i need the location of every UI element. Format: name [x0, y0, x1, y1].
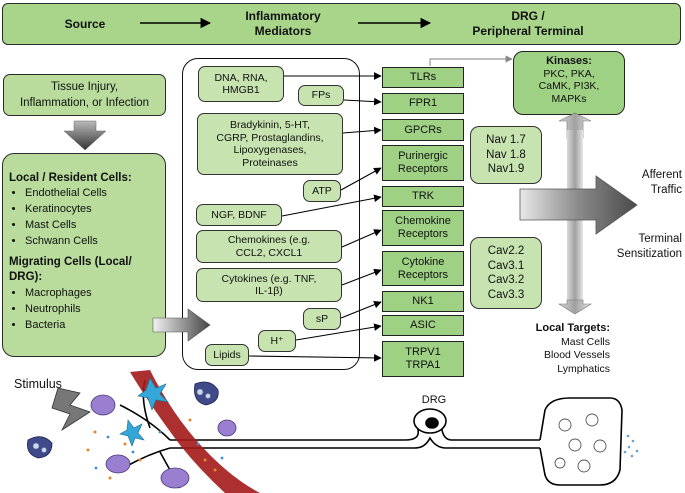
mediator-fps: FPs — [298, 85, 344, 106]
vertical-double-arrow-bottom — [557, 299, 593, 315]
local-target-item: Lymphatics — [557, 362, 610, 375]
receptor-purinergic: Purinergic Receptors — [382, 145, 464, 181]
cav-item: Cav2.2 — [487, 245, 525, 257]
local-cells-list: Endothelial Cells Keratinocytes Mast Cel… — [9, 185, 165, 249]
migrating-cells-list: Macrophages Neutrophils Bacteria — [9, 285, 165, 333]
list-item: Neutrophils — [25, 301, 165, 317]
mediator-dots-blue — [94, 430, 224, 470]
link-arrow — [295, 323, 382, 341]
cav-channels-box: Cav2.2 Cav3.1 Cav3.2 Cav3.3 — [470, 237, 542, 309]
receptor-fpr1: FPR1 — [382, 93, 464, 114]
list-item: Bacteria — [25, 317, 165, 333]
vesicles — [554, 413, 607, 473]
afferent-traffic-label: Afferent Traffic — [641, 169, 682, 196]
kinases-title: Kinases: — [546, 55, 592, 67]
migrating-cells-title: Migrating Cells (Local/ DRG): — [9, 256, 132, 283]
mediator-lipids: Lipids — [205, 344, 249, 366]
neuron — [170, 397, 623, 486]
header-bar — [2, 3, 681, 45]
tlr-kinase-connector — [429, 55, 513, 66]
local-targets: Local Targets: Mast Cells Blood Vessels … — [498, 322, 610, 376]
receptor-nk1: NK1 — [382, 291, 464, 312]
down-arrow — [63, 120, 107, 151]
list-item: Schwann Cells — [25, 233, 165, 249]
receptor-gpcrs: GPCRs — [382, 119, 464, 141]
link-arrow — [341, 268, 382, 286]
drg-label: DRG — [421, 394, 447, 406]
link-arrow — [343, 97, 382, 106]
receptor-cytokine: Cytokine Receptors — [382, 251, 464, 286]
local-target-item: Blood Vessels — [544, 349, 610, 361]
kinases-items: PKC, PKA, CaMK, PI3K, MAPKs — [538, 67, 600, 105]
mediator-h: H⁺ — [258, 330, 296, 352]
tissue-injury-box: Tissue Injury, Inflammation, or Infectio… — [3, 74, 166, 116]
link-arrow — [340, 300, 382, 319]
cyan-cells — [119, 377, 169, 447]
dark-cells — [27, 381, 219, 459]
receptor-asic: ASIC — [382, 315, 464, 336]
cav-item: Cav3.3 — [487, 288, 525, 301]
nav-item: Nav 1.7 — [486, 134, 526, 147]
nav-item: Nav 1.8 — [486, 148, 526, 161]
mediator-sp: sP — [303, 308, 341, 330]
cells-to-mediators-arrow — [152, 308, 211, 342]
list-item: Macrophages — [25, 285, 165, 301]
mediator-dots — [86, 418, 217, 480]
mediator-ngf: NGF, BDNF — [196, 204, 282, 226]
light-cells — [32, 388, 211, 453]
link-arrow — [342, 126, 382, 135]
nav-item: Nav1.9 — [487, 163, 525, 176]
link-arrow — [340, 167, 382, 191]
local-target-item: Mast Cells — [560, 335, 610, 348]
local-cells-title: Local / Resident Cells: — [9, 172, 132, 184]
mediator-chemokines: Chemokines (e.g. CCL2, CXCL1 — [196, 230, 342, 263]
link-arrow — [248, 354, 382, 362]
receptor-trp: TRPV1 TRPA1 — [382, 341, 464, 377]
release-dots — [623, 434, 639, 458]
lightning-icon — [51, 387, 91, 432]
receptor-trk: TRK — [382, 186, 464, 207]
terminal-sensitization-label: Terminal Sensitization — [616, 233, 682, 260]
cav-item: Cav3.1 — [487, 259, 525, 272]
big-output-arrow — [519, 175, 638, 235]
purple-cells — [90, 394, 237, 489]
mediator-cytokines: Cytokines (e.g. TNF, IL-1β) — [196, 268, 342, 302]
cav-item: Cav3.2 — [487, 274, 525, 286]
header-source: Source — [64, 17, 106, 31]
header-mediators: Inflammatory Mediators — [245, 9, 321, 38]
mediator-dna: DNA, RNA, HMGB1 — [198, 66, 284, 102]
nav-channels-box: Nav 1.7 Nav 1.8 Nav1.9 — [470, 126, 542, 184]
list-item: Keratinocytes — [25, 201, 165, 217]
receptor-tlrs: TLRs — [382, 67, 464, 88]
mediator-bradykinin: Bradykinin, 5-HT, CGRP, Prostaglandins, … — [197, 113, 343, 175]
mediator-atp: ATP — [303, 180, 341, 202]
link-arrow — [281, 194, 382, 217]
cells-box: Local / Resident Cells: Endothelial Cell… — [2, 153, 166, 357]
header-terminal: DRG / Peripheral Terminal — [472, 9, 584, 38]
list-item: Mast Cells — [25, 217, 165, 233]
receptor-chemokine: Chemokine Receptors — [382, 210, 464, 246]
list-item: Endothelial Cells — [25, 185, 165, 201]
kinases-box: Kinases: PKC, PKA, CaMK, PI3K, MAPKs — [513, 51, 625, 115]
link-arrow — [341, 229, 382, 248]
local-targets-title: Local Targets: — [535, 322, 610, 334]
stimulus-label: Stimulus — [14, 377, 62, 391]
